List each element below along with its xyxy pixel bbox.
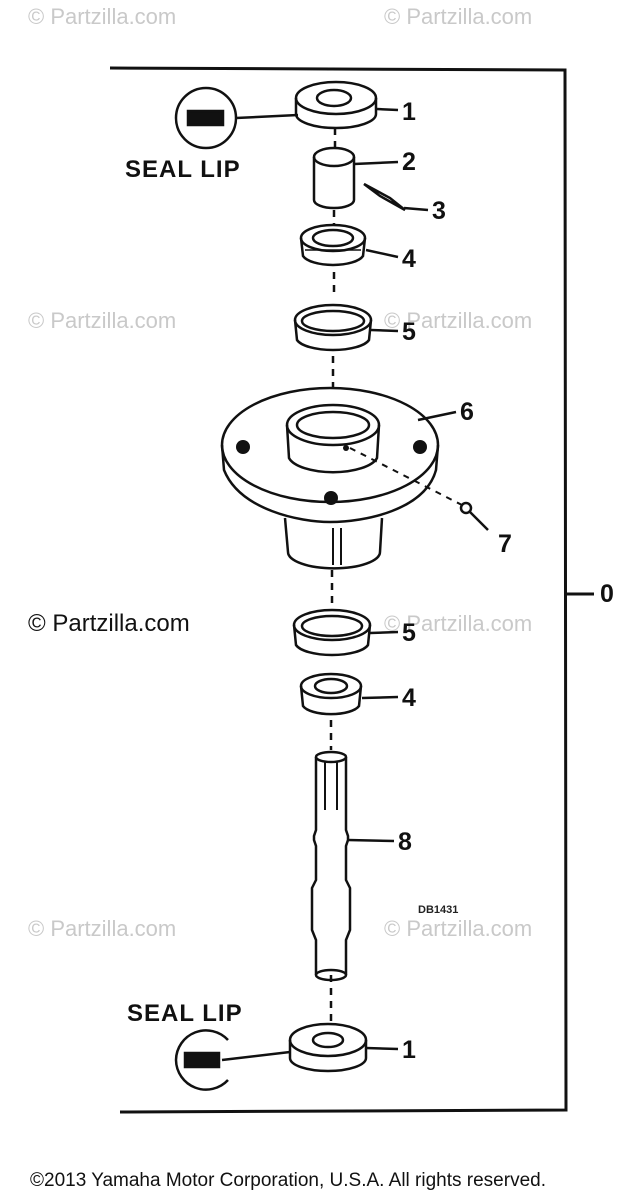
watermark-mid-left: © Partzilla.com xyxy=(28,308,177,333)
label-0: 0 xyxy=(600,580,614,608)
leader-1-top xyxy=(376,107,399,112)
leader-1-bottom xyxy=(365,1046,399,1051)
leader-4-bottom xyxy=(361,695,399,700)
label-2: 2 xyxy=(402,148,416,176)
part-4-bearing-top xyxy=(299,223,367,267)
watermark-low-left: © Partzilla.com xyxy=(28,916,177,941)
leader-8 xyxy=(347,838,395,843)
label-4-top: 4 xyxy=(402,245,416,273)
part-3-key xyxy=(363,182,406,212)
label-8: 8 xyxy=(398,828,412,856)
label-7: 7 xyxy=(498,530,512,558)
part-5-cup-bottom xyxy=(292,608,372,657)
leader-4-top xyxy=(365,248,399,259)
leader-7 xyxy=(469,511,489,531)
label-5-bottom: 5 xyxy=(402,619,416,647)
part-4-bearing-bottom xyxy=(299,672,363,716)
seal-lip-icon-top xyxy=(174,86,238,150)
seal-lip-label-bottom: SEAL LIP xyxy=(127,1000,243,1027)
seal-lip-label-top: SEAL LIP xyxy=(125,156,241,183)
watermark-top-left: © Partzilla.com xyxy=(28,4,177,29)
watermark-mid-right: © Partzilla.com xyxy=(384,308,533,333)
leader-seal-bottom xyxy=(221,1050,291,1062)
part-1-seal-top xyxy=(294,80,378,130)
part-2-collar xyxy=(312,146,356,210)
copyright-footer: ©2013 Yamaha Motor Corporation, U.S.A. A… xyxy=(30,1170,546,1191)
drawing-code: DB1431 xyxy=(418,904,459,916)
part-8-shaft xyxy=(310,750,352,982)
leader-3 xyxy=(403,206,429,212)
watermark-top-right: © Partzilla.com xyxy=(384,4,533,29)
label-5-top: 5 xyxy=(402,318,416,346)
leader-2 xyxy=(353,160,399,166)
assembly-bracket xyxy=(109,66,568,1114)
watermark-center-right: © Partzilla.com xyxy=(384,611,533,636)
label-1-bottom: 1 xyxy=(402,1036,416,1064)
housing-holes xyxy=(236,440,427,505)
leader-6 xyxy=(417,410,457,422)
part-5-cup-top xyxy=(293,303,373,352)
label-3: 3 xyxy=(432,197,446,225)
label-4-bottom: 4 xyxy=(402,684,416,712)
label-6: 6 xyxy=(460,398,474,426)
watermark-low-right: © Partzilla.com xyxy=(384,916,533,941)
part-7-fitting xyxy=(349,447,473,515)
part-6-housing xyxy=(220,386,440,570)
watermark-main: © Partzilla.com xyxy=(28,610,190,637)
leader-5-bottom xyxy=(369,630,399,635)
leader-seal-top xyxy=(235,113,299,120)
part-1-seal-bottom xyxy=(288,1022,368,1073)
label-1-top: 1 xyxy=(402,98,416,126)
seal-lip-icon-bottom xyxy=(174,1029,229,1091)
leader-5-top xyxy=(370,328,399,333)
